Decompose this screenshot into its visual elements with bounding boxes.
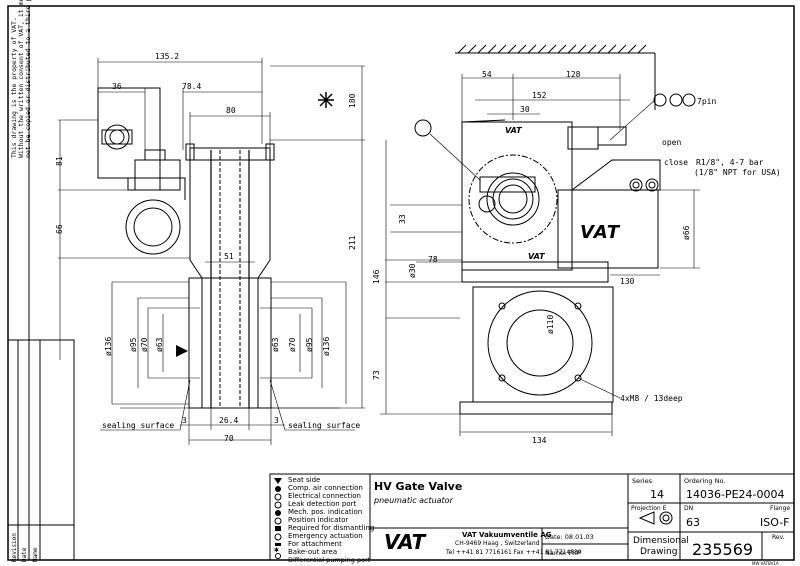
drawing-type-line-1: Dimensional bbox=[633, 536, 689, 546]
ordering-label: Ordering No. bbox=[684, 477, 726, 485]
dim-73: 73 bbox=[372, 370, 381, 380]
drawing-title: HV Gate Valve bbox=[374, 480, 463, 493]
legend-comp-air: Comp. air connection bbox=[288, 484, 363, 492]
drawing-number: 235569 bbox=[692, 540, 754, 559]
dim-135: 135.2 bbox=[155, 52, 180, 61]
dim-70: 70 bbox=[224, 434, 234, 443]
rev-label: Rev. bbox=[772, 534, 785, 541]
dim-od70-right: ø70 bbox=[288, 337, 297, 352]
label-7pin: 7pin bbox=[697, 97, 717, 106]
dim-51: 51 bbox=[224, 252, 234, 261]
label-open: open bbox=[662, 138, 682, 147]
dim-36: 36 bbox=[112, 82, 122, 91]
dim-od136-right: ø136 bbox=[322, 336, 331, 356]
flange-label: Flange bbox=[770, 505, 791, 512]
dim-od63-right: ø63 bbox=[271, 337, 280, 352]
dim-od70-left: ø70 bbox=[140, 337, 149, 352]
legend-seat-side: Seat side bbox=[288, 476, 321, 484]
dim-134: 134 bbox=[532, 436, 547, 445]
dim-od30: ø30 bbox=[408, 263, 417, 278]
legend-attachment: For attachment bbox=[288, 540, 342, 548]
dim-26: 26.4 bbox=[219, 416, 239, 425]
dim-78b: 78 bbox=[428, 255, 438, 264]
dim-od63-left: ø63 bbox=[155, 337, 164, 352]
dim-od95-left: ø95 bbox=[129, 337, 138, 352]
legend-diff-pumping: Differential pumping port bbox=[288, 556, 371, 564]
drawing-subtitle: pneumatic actuator bbox=[374, 496, 453, 505]
dim-78: 78.4 bbox=[182, 82, 202, 91]
side-note-line-3: not be copied or distributed to a third … bbox=[24, 0, 32, 158]
legend-position: Position indicator bbox=[288, 516, 349, 524]
dim-180: 180 bbox=[348, 93, 357, 108]
revision-block bbox=[7, 339, 75, 561]
dim-80: 80 bbox=[226, 106, 236, 115]
dim-211: 211 bbox=[348, 235, 357, 250]
seat-side-arrow bbox=[176, 345, 188, 357]
dim-66: 66 bbox=[55, 224, 64, 234]
dim-81: 81 bbox=[55, 156, 64, 166]
legend-symbols: ✱ bbox=[274, 478, 282, 559]
company-name: VAT Vakuumventile AG bbox=[462, 531, 552, 539]
series-label: Series bbox=[632, 477, 652, 485]
side-view bbox=[58, 58, 365, 445]
title-block bbox=[269, 473, 795, 561]
dim-od136-left: ø136 bbox=[104, 336, 113, 356]
legend-electrical: Electrical connection bbox=[288, 492, 361, 500]
ceiling-hatch bbox=[455, 44, 656, 110]
dim-3-left: 3 bbox=[182, 416, 187, 425]
label-m8: 4xM8 / 13deep bbox=[620, 394, 683, 403]
vat-logo-body: VAT bbox=[580, 222, 621, 243]
sealing-surface-left: sealing surface bbox=[102, 421, 175, 430]
dim-od66: ø66 bbox=[682, 225, 691, 240]
dim-128: 128 bbox=[566, 70, 581, 79]
dim-30: 30 bbox=[520, 105, 530, 114]
drawing-type-line-2: Drawing bbox=[640, 547, 678, 557]
legend-bake-out: Bake-out area bbox=[288, 548, 338, 556]
revision-date-label: Date bbox=[21, 547, 28, 562]
dim-146: 146 bbox=[372, 269, 381, 284]
date-field: Date: 08.01.03 bbox=[545, 533, 594, 541]
dim-od110: ø110 bbox=[546, 314, 555, 334]
dn-value: 63 bbox=[686, 516, 700, 529]
legend-mech-pos: Mech. pos. indication bbox=[288, 508, 363, 516]
bake-out-star bbox=[318, 92, 334, 108]
legend-leak: Leak detection port bbox=[288, 500, 357, 508]
svg-text:✱: ✱ bbox=[274, 545, 279, 554]
vat-logo-title: VAT bbox=[384, 530, 426, 554]
company-address: CH-9469 Haag , Switzerland bbox=[455, 540, 540, 547]
dim-od95-right: ø95 bbox=[305, 337, 314, 352]
dim-33: 33 bbox=[398, 214, 407, 224]
flange-value: ISO-F bbox=[760, 516, 790, 529]
name-field: Name: FRP bbox=[545, 549, 581, 557]
vat-logo-bonnet: VAT bbox=[528, 252, 545, 261]
sheet-border bbox=[7, 5, 795, 561]
sealing-surface-right: sealing surface bbox=[288, 421, 361, 430]
footer-code: MW VATBV1A bbox=[752, 561, 779, 566]
revision-name-label: Name bbox=[32, 547, 39, 562]
label-npt: (1/8" NPT for USA) bbox=[694, 168, 781, 177]
front-view bbox=[380, 74, 700, 436]
series-value: 14 bbox=[650, 488, 664, 501]
projection-label: Projection E bbox=[631, 505, 667, 512]
dim-130: 130 bbox=[620, 277, 635, 286]
legend-emergency: Emergency actuation bbox=[288, 532, 363, 540]
ordering-value: 14036-PE24-0004 bbox=[686, 488, 785, 501]
dim-3-right: 3 bbox=[274, 416, 279, 425]
dim-152: 152 bbox=[532, 91, 547, 100]
dim-54: 54 bbox=[482, 70, 492, 79]
revision-label: Revision bbox=[11, 533, 18, 562]
legend-dismantling: Required for dismantling bbox=[288, 524, 375, 532]
label-close: close bbox=[664, 158, 689, 167]
dn-label: DN bbox=[684, 505, 694, 512]
company-phone: Tel ++41 81 7716161 Fax ++41 81 7714830 bbox=[446, 549, 582, 556]
label-r18: R1/8", 4-7 bar bbox=[696, 158, 764, 167]
projection-symbol bbox=[638, 511, 673, 525]
vat-logo-actuator: VAT bbox=[505, 126, 522, 135]
